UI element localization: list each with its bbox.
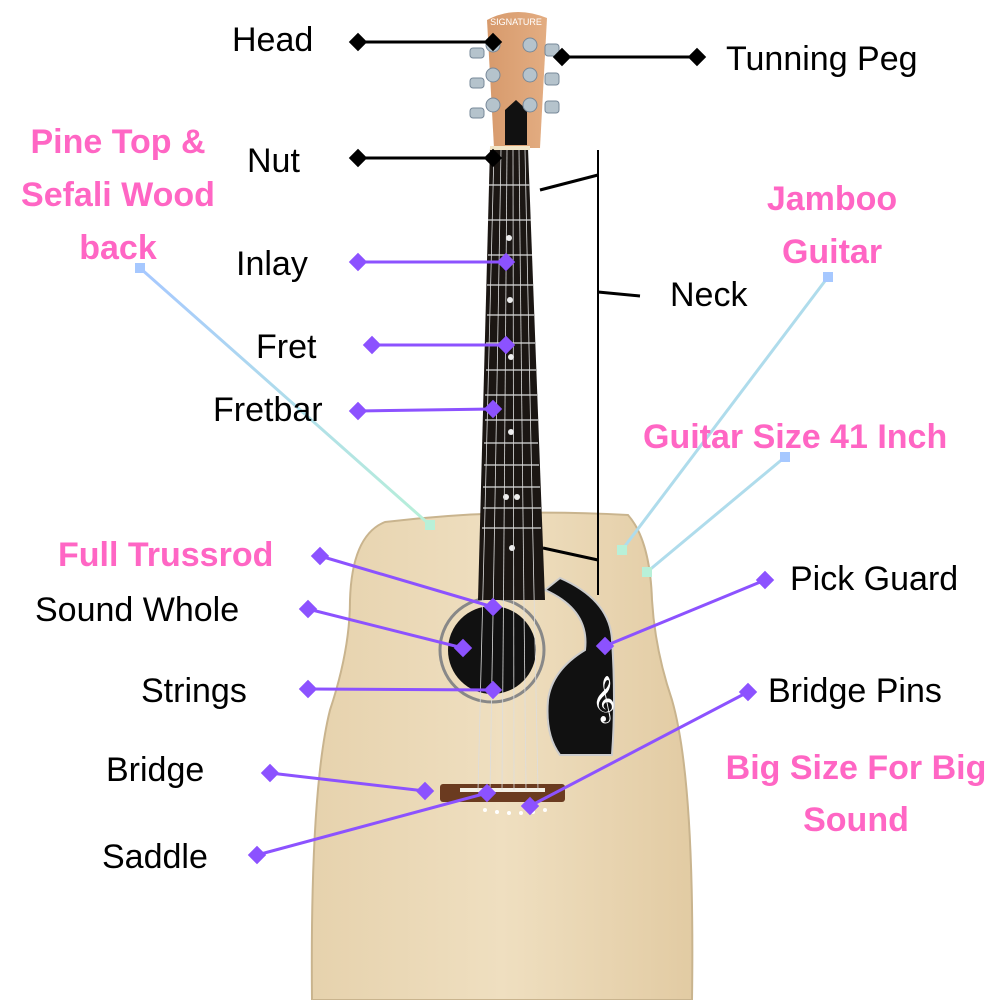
headstock-logo: [505, 100, 527, 145]
label-inlay: Inlay: [236, 245, 308, 283]
bridge-pins: [483, 808, 547, 815]
feature-jamboo-line2: Guitar: [781, 233, 883, 271]
feature-full-trussrod: Full Trussrod: [58, 536, 274, 574]
label-sound-hole: Sound Whole: [35, 591, 240, 629]
strings: [477, 149, 539, 791]
label-saddle: Saddle: [102, 838, 208, 876]
blue-pointers: [139, 266, 830, 574]
tuning-pegs: [469, 37, 560, 119]
feature-guitar-size: Guitar Size 41 Inch: [643, 418, 948, 456]
nut: [490, 146, 530, 150]
feature-pine-top-line3: back: [79, 229, 157, 267]
feature-big-line1: Big Size For Big: [725, 749, 987, 787]
feature-big-line2: Sound: [803, 801, 909, 839]
feature-jamboo-line1: Jamboo: [766, 180, 898, 218]
label-fret: Fret: [256, 328, 317, 366]
label-nut: Nut: [247, 142, 300, 180]
headstock-brand: SIGNATURE: [490, 17, 542, 27]
label-pick-guard: Pick Guard: [790, 560, 959, 598]
feature-jamboo-guitar: Jamboo Guitar: [740, 173, 924, 279]
feature-pine-top-line1: Pine Top &: [30, 123, 206, 161]
blue-pointer-ends: [135, 263, 833, 462]
blue-pointer-tips: [425, 520, 652, 577]
pick-guard: [543, 576, 615, 756]
label-neck: Neck: [670, 276, 748, 314]
label-bridge: Bridge: [106, 751, 205, 789]
purple-pointers: [247, 252, 775, 865]
label-tuning-peg: Tunning Peg: [726, 40, 918, 78]
saddle: [460, 788, 545, 792]
label-head: Head: [232, 21, 314, 59]
label-bridge-pins: Bridge Pins: [768, 672, 942, 710]
feature-pine-top-line2: Sefali Wood: [21, 176, 215, 214]
label-fretbar: Fretbar: [213, 391, 323, 429]
label-strings: Strings: [141, 672, 247, 710]
feature-pine-top: Pine Top & Sefali Wood back: [0, 116, 236, 275]
black-pointers: [348, 32, 707, 595]
treble-clef-icon: 𝄞: [592, 676, 616, 724]
feature-big-size: Big Size For Big Sound: [712, 742, 1000, 846]
